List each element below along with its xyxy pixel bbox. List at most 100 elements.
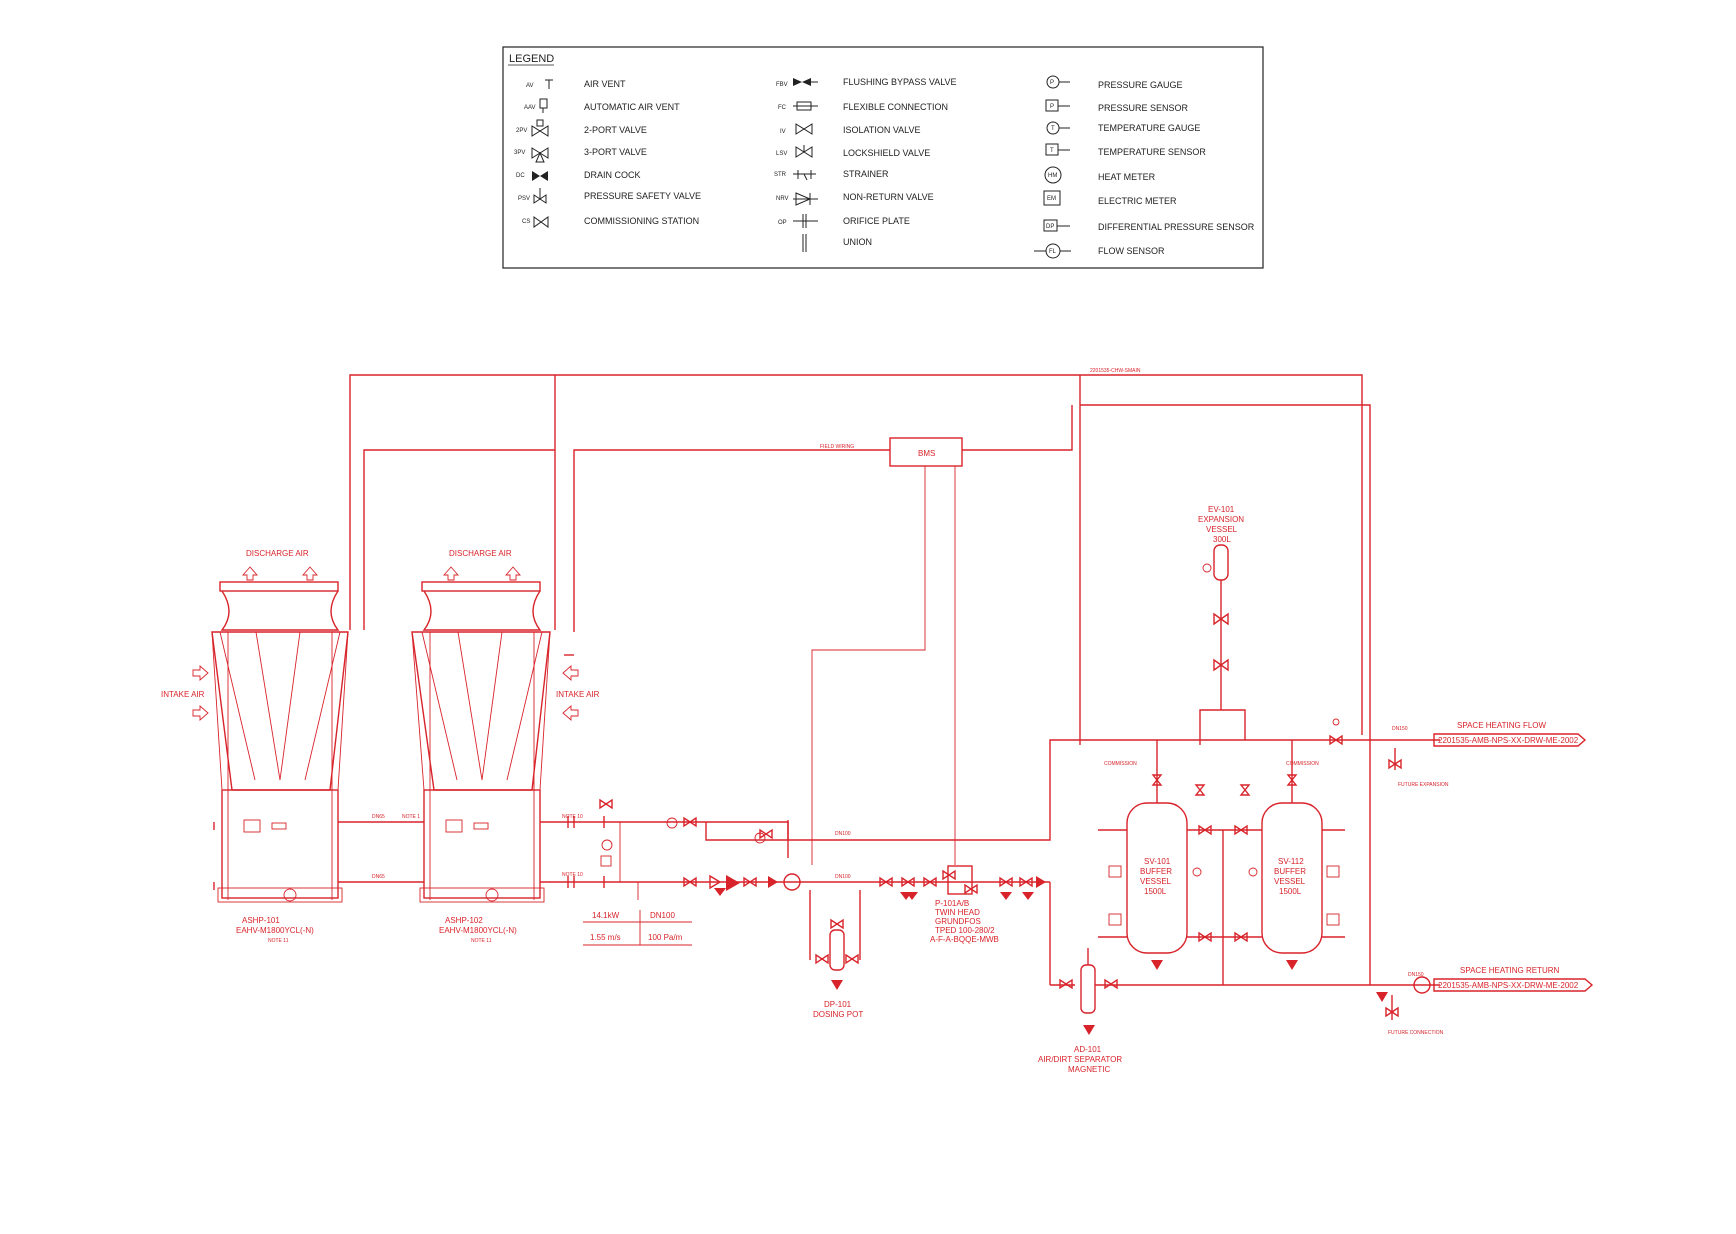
svg-text:AAV: AAV [524, 105, 536, 111]
union-icon [802, 234, 807, 252]
ashp2-tag: ASHP-102 [445, 916, 483, 925]
ashp-102: DISCHARGE AIR ASHP-102 EAHV-M1800YCL(-N)… [411, 549, 600, 944]
svg-text:FIELD WIRING: FIELD WIRING [820, 444, 854, 450]
ev-name: EXPANSION [1198, 515, 1244, 524]
sv2-name: BUFFER [1274, 867, 1306, 876]
svg-text:ELECTRIC METER: ELECTRIC METER [1098, 196, 1177, 206]
svg-text:3-PORT VALVE: 3-PORT VALVE [584, 147, 647, 157]
svg-text:T: T [1051, 126, 1055, 132]
legend-row-flexible-connection: FC FLEXIBLE CONNECTION [778, 101, 948, 112]
legend-row-flow-sensor: FL FLOW SENSOR [1034, 243, 1165, 259]
heat-meter-icon [783, 873, 801, 891]
electric-meter-icon: EM [1043, 190, 1061, 206]
legend-row-3-port-valve: 3PV 3-PORT VALVE [514, 147, 647, 163]
discharge-air-label-1: DISCHARGE AIR [246, 549, 309, 558]
heat-meter-icon [1413, 976, 1431, 994]
svg-text:AV: AV [526, 83, 534, 89]
sv1-name: BUFFER [1140, 867, 1172, 876]
legend-row-union: UNION [802, 234, 872, 252]
svg-text:DN150: DN150 [1408, 972, 1424, 978]
ev-tag: EV-101 [1208, 505, 1235, 514]
pump-line1: TWIN HEAD [935, 908, 980, 917]
sv1-size: 1500L [1144, 887, 1167, 896]
dosing-name: DOSING POT [813, 1010, 863, 1019]
isolation-valve-icon [683, 816, 697, 828]
main-pipes: DN65 DN65 NOTE 1 DN100 DN100 NOTE 10 NOT… [338, 739, 1080, 985]
svg-text:2201535-CHW-SMAIN: 2201535-CHW-SMAIN [1090, 368, 1141, 374]
automatic-air-vent-icon [539, 98, 548, 113]
svg-text:STR: STR [774, 172, 787, 178]
non-return-valve-icon [793, 192, 818, 206]
legend-row-2-port-valve: 2PV 2-PORT VALVE [516, 119, 647, 137]
svg-text:2PV: 2PV [516, 128, 527, 134]
isolation-valve-icon [795, 123, 813, 135]
svg-text:T: T [1050, 148, 1054, 154]
legend-row-isolation-valve: IV ISOLATION VALVE [780, 123, 921, 135]
pump-line4: A-F-A-BQQE-MWB [930, 935, 999, 944]
legend-row-heat-meter: HM HEAT METER [1044, 166, 1156, 184]
svg-text:PSV: PSV [518, 196, 530, 202]
3-port-valve-icon [531, 147, 549, 163]
legend-row-orifice-plate: OP ORIFICE PLATE [778, 214, 910, 228]
svg-text:NOTE 10: NOTE 10 [562, 872, 583, 878]
svg-text:FUTURE CONNECTION: FUTURE CONNECTION [1388, 1030, 1444, 1036]
svg-text:AIR VENT: AIR VENT [584, 79, 626, 89]
pipe-data-c: 1.55 m/s [590, 933, 621, 942]
left-arrow-icon [562, 665, 579, 681]
svg-text:DC: DC [516, 173, 525, 179]
separator-name2: MAGNETIC [1068, 1065, 1110, 1074]
svg-text:DN65: DN65 [372, 814, 385, 820]
svg-text:EM: EM [1047, 196, 1056, 202]
right-arrow-icon [192, 705, 209, 721]
svg-text:CS: CS [522, 219, 530, 225]
commissioning-station-icon [533, 216, 549, 228]
pressure-safety-valve-icon [533, 188, 547, 204]
non-return-valve-icon [709, 874, 722, 890]
left-arrow-icon [562, 705, 579, 721]
svg-text:ISOLATION VALVE: ISOLATION VALVE [843, 125, 921, 135]
svg-text:PRESSURE GAUGE: PRESSURE GAUGE [1098, 80, 1183, 90]
drain-cock-icon [714, 888, 726, 896]
svg-text:PRESSURE SAFETY VALVE: PRESSURE SAFETY VALVE [584, 191, 701, 201]
pressure-gauge-icon: P [1046, 75, 1070, 89]
flow-out-title: SPACE HEATING FLOW [1457, 721, 1546, 730]
flow-ret-title: SPACE HEATING RETURN [1460, 966, 1559, 975]
legend-row-flushing-bypass-valve: FBV FLUSHING BYPASS VALVE [776, 77, 957, 88]
air-vent-icon [545, 79, 553, 89]
expansion-vessel-shape [1213, 544, 1229, 581]
differential-pressure-sensor-icon: DP [1043, 219, 1070, 232]
svg-text:DIFFERENTIAL PRESSURE SENSOR: DIFFERENTIAL PRESSURE SENSOR [1098, 222, 1255, 232]
sv2-name2: VESSEL [1274, 877, 1306, 886]
3-port-valve-icon [726, 875, 740, 891]
svg-text:NOTE 10: NOTE 10 [562, 814, 583, 820]
separator-tag: AD-101 [1074, 1045, 1102, 1054]
flow-ret-ref: 2201535-AMB-NPS-XX-DRW-ME-2002 [1438, 981, 1579, 990]
svg-text:2-PORT VALVE: 2-PORT VALVE [584, 125, 647, 135]
pump-line2: GRUNDFOS [935, 917, 981, 926]
svg-text:ORIFICE PLATE: ORIFICE PLATE [843, 216, 910, 226]
intake-air-label-2: INTAKE AIR [556, 690, 600, 699]
bms-label: BMS [918, 449, 935, 458]
svg-text:FC: FC [778, 105, 787, 111]
svg-text:DN100: DN100 [835, 874, 851, 880]
legend: LEGEND AV AIR VENT AAV AUTOMATIC AIR VEN… [502, 46, 1264, 269]
svg-text:HEAT METER: HEAT METER [1098, 172, 1156, 182]
legend-row-drain-cock: DC DRAIN COCK [516, 170, 641, 181]
orifice-plate-icon [793, 214, 818, 228]
pump-icon [947, 865, 973, 895]
svg-text:P: P [1050, 80, 1054, 86]
lockshield-valve-icon [795, 145, 813, 158]
legend-row-differential-pressure-sensor: DP DIFFERENTIAL PRESSURE SENSOR [1043, 219, 1255, 232]
non-return-valve-icon [759, 828, 773, 840]
flow-out-ref: 2201535-AMB-NPS-XX-DRW-ME-2002 [1438, 736, 1579, 745]
legend-row-air-vent: AV AIR VENT [526, 79, 626, 89]
up-arrow-icon [505, 566, 521, 581]
right-arrow-icon [192, 665, 209, 681]
pressure-sensor-icon: P [1045, 99, 1070, 112]
ashp1-tag: ASHP-101 [242, 916, 280, 925]
ashp1-note: NOTE 11 [268, 938, 289, 944]
svg-text:FUTURE EXPANSION: FUTURE EXPANSION [1398, 782, 1449, 788]
legend-row-commissioning-station: CS COMMISSIONING STATION [522, 216, 699, 228]
flexible-connection-icon [793, 101, 818, 111]
buffer-system: EV-101 EXPANSION VESSEL 300L SV-101 BUFF… [1080, 505, 1594, 1036]
